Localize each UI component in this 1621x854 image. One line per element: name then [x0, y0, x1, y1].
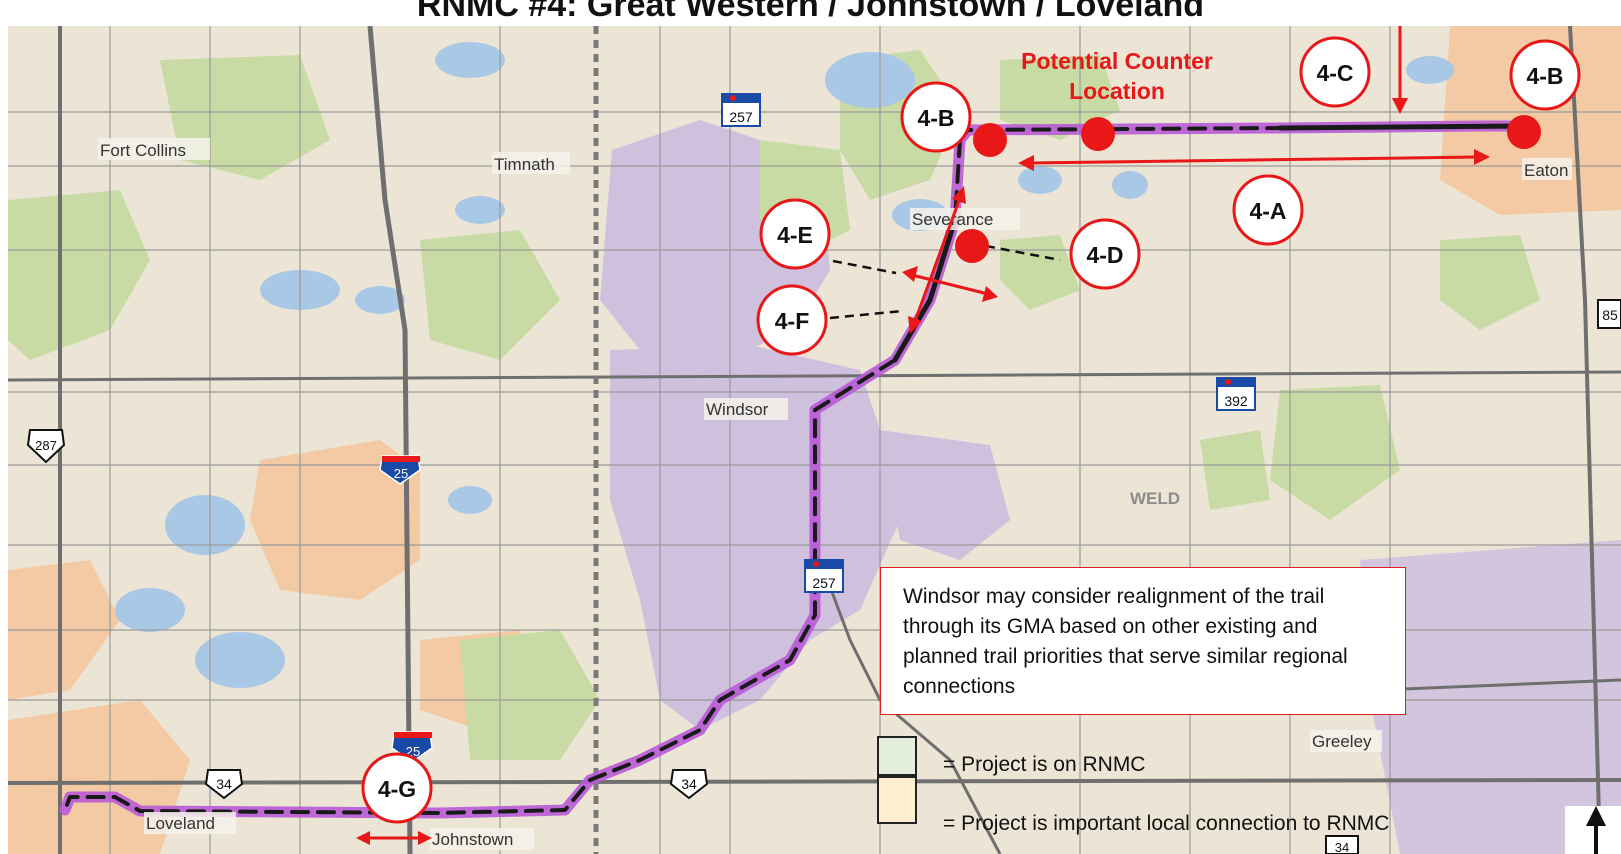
- water-bodies: [115, 42, 1454, 688]
- legend-swatch-on-rnmc: [877, 736, 917, 776]
- junction-dot-4d: [955, 229, 989, 263]
- svg-text:4-G: 4-G: [378, 776, 416, 802]
- place-weld: WELD: [1130, 489, 1180, 508]
- us-34-shield-left: 34: [204, 769, 244, 800]
- svg-text:257: 257: [729, 109, 753, 125]
- segment-4e[interactable]: 4-E: [759, 198, 831, 270]
- segment-4a[interactable]: 4-A: [1232, 174, 1304, 246]
- leader-lines: [829, 244, 1061, 320]
- segment-4c[interactable]: 4-C: [1299, 36, 1371, 108]
- svg-text:4-F: 4-F: [775, 308, 810, 334]
- north-arrow-icon: [1565, 806, 1621, 854]
- co-257-shield-top: 257: [721, 93, 761, 127]
- svg-text:25: 25: [394, 466, 408, 481]
- co-257-shield-mid: 257: [804, 559, 844, 593]
- i25-shield-top: 25: [379, 455, 421, 485]
- segment-4b-west[interactable]: 4-B: [900, 81, 972, 153]
- trail-map[interactable]: 257 257 392 287 25 25 34 34 85 34: [8, 26, 1621, 854]
- counter-dot: [1081, 117, 1115, 151]
- co-392-shield: 392: [1216, 377, 1256, 411]
- svg-text:34: 34: [216, 776, 232, 792]
- svg-text:34: 34: [1335, 840, 1349, 854]
- svg-text:4-B: 4-B: [1526, 63, 1563, 89]
- us-34-shield-right: 34: [1325, 835, 1359, 854]
- svg-text:287: 287: [35, 438, 57, 453]
- svg-text:392: 392: [1224, 393, 1248, 409]
- legend-label-local-connection: = Project is important local connection …: [943, 812, 1390, 835]
- svg-text:4-E: 4-E: [777, 222, 813, 248]
- place-johnstown: Johnstown: [432, 830, 513, 849]
- svg-text:34: 34: [681, 776, 697, 792]
- svg-text:4-A: 4-A: [1249, 198, 1286, 224]
- us-287-shield: 287: [26, 429, 66, 464]
- legend-label-on-rnmc: = Project is on RNMC: [943, 753, 1146, 776]
- place-timnath: Timnath: [494, 155, 555, 174]
- windsor-realignment-note: Windsor may consider realignment of the …: [880, 567, 1406, 715]
- place-loveland: Loveland: [146, 814, 215, 833]
- svg-text:85: 85: [1602, 307, 1618, 323]
- junction-dot-4b-east: [1507, 115, 1541, 149]
- svg-text:4-B: 4-B: [917, 105, 954, 131]
- place-fort-collins: Fort Collins: [100, 141, 186, 160]
- segment-4b-east[interactable]: 4-B: [1509, 39, 1581, 111]
- segment-4g[interactable]: 4-G: [361, 752, 433, 824]
- svg-text:4-C: 4-C: [1316, 60, 1353, 86]
- us-85-shield: 85: [1597, 299, 1621, 329]
- svg-text:257: 257: [812, 575, 836, 591]
- place-greeley: Greeley: [1312, 732, 1372, 751]
- segment-4f[interactable]: 4-F: [756, 284, 828, 356]
- svg-text:4-D: 4-D: [1086, 242, 1123, 268]
- legend-swatch-local-connection: [877, 776, 917, 824]
- place-eaton: Eaton: [1524, 161, 1568, 180]
- junction-dot-4b-west: [973, 123, 1007, 157]
- potential-counter-label-line1: Potential Counter: [1021, 48, 1213, 74]
- potential-counter-label-line2: Location: [1069, 78, 1165, 104]
- segment-4d[interactable]: 4-D: [1069, 218, 1141, 290]
- place-windsor: Windsor: [706, 400, 769, 419]
- red-arrows: [356, 26, 1490, 845]
- us-34-shield-mid: 34: [669, 769, 709, 800]
- map-title: RNMC #4: Great Western / Johnstown / Lov…: [416, 0, 1205, 24]
